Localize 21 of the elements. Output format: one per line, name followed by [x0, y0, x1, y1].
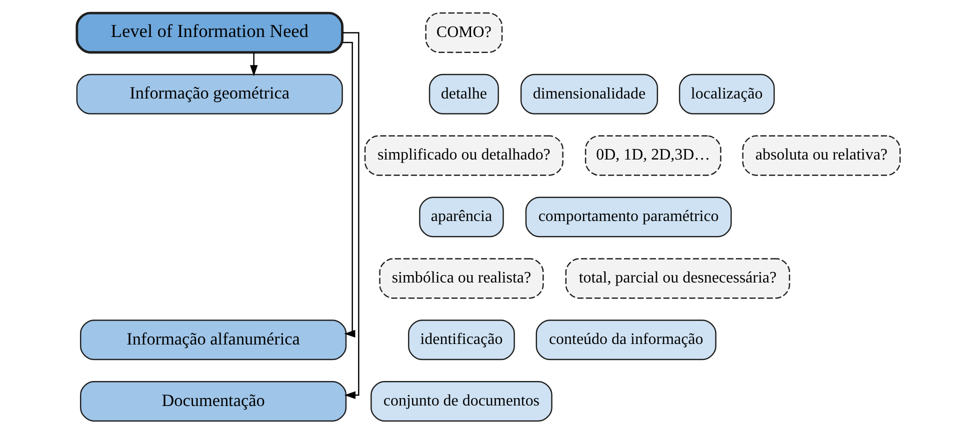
- node-box: simplificado ou detalhado?: [364, 135, 563, 176]
- node-box: 0D, 1D, 2D,3D…: [584, 135, 721, 176]
- node-box: identificação: [408, 320, 514, 360]
- node-box: dimensionalidade: [520, 74, 658, 114]
- node-box: COMO?: [424, 12, 502, 53]
- node-box: localização: [678, 74, 774, 114]
- node-box: comportamento paramétrico: [524, 196, 732, 238]
- arrow: [342, 32, 359, 400]
- node-box: Informação alfanumérica: [79, 320, 346, 360]
- node-box: absoluta ou relativa?: [742, 135, 900, 176]
- node-box: simbólica ou realista?: [378, 258, 544, 299]
- node-box: conjunto de documentos: [370, 381, 552, 422]
- node-box: Informação geométrica: [76, 74, 342, 114]
- arrow: [249, 52, 258, 76]
- node-box: Documentação: [79, 381, 346, 422]
- node-box: Level of Information Need: [75, 12, 344, 54]
- node-box: detalhe: [428, 74, 498, 114]
- node-box: aparência: [418, 196, 504, 238]
- arrow: [342, 42, 355, 338]
- node-box: total, parcial ou desnecessária?: [564, 258, 790, 299]
- node-box: conteúdo da informação: [535, 320, 716, 360]
